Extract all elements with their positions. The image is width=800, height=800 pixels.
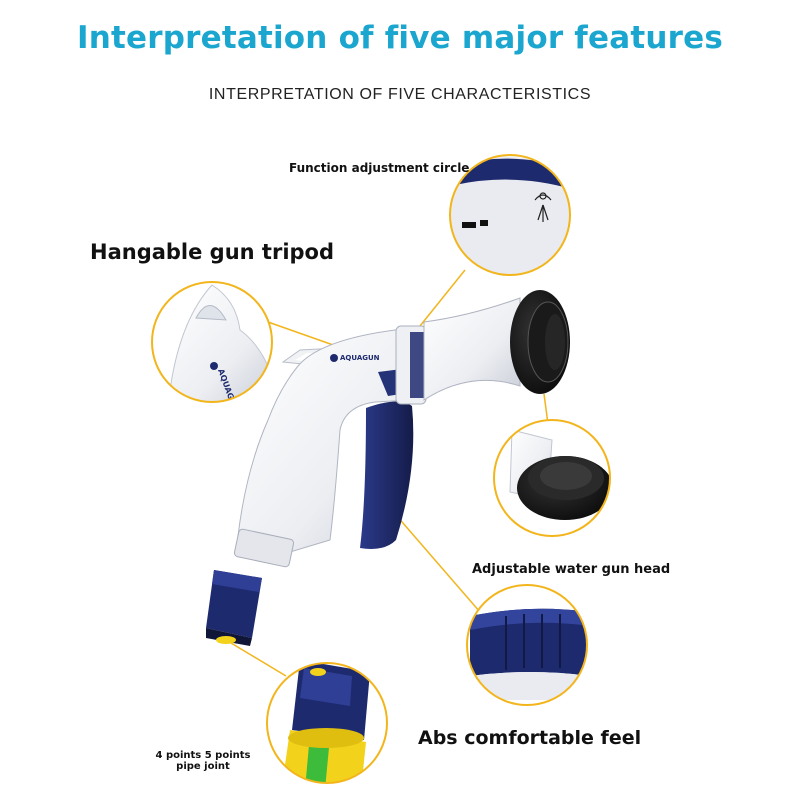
label-tripod: Hangable gun tripod <box>90 240 335 264</box>
callout-pipe-joint <box>266 662 388 784</box>
callout-function-circle <box>449 154 571 276</box>
label-pipe-joint: 4 points 5 points pipe joint <box>155 750 251 772</box>
label-abs-feel: Abs comfortable feel <box>418 727 642 749</box>
label-gun-head: Adjustable water gun head <box>472 562 671 577</box>
label-function-circle: Function adjustment circle <box>289 161 470 175</box>
spray-pattern-icon <box>534 192 552 222</box>
water-gun: AQUAGUN <box>206 290 570 646</box>
brand-label: AQUAGUN <box>340 354 380 362</box>
page-title: Interpretation of five major features <box>76 20 723 56</box>
aquagun-logo-icon <box>330 354 338 362</box>
page-subtitle: INTERPRETATION OF FIVE CHARACTERISTICS <box>208 86 592 103</box>
callout-tripod: AQUAG <box>151 281 273 403</box>
callout-gun-head <box>493 419 611 537</box>
callout-abs-grip <box>466 584 588 706</box>
